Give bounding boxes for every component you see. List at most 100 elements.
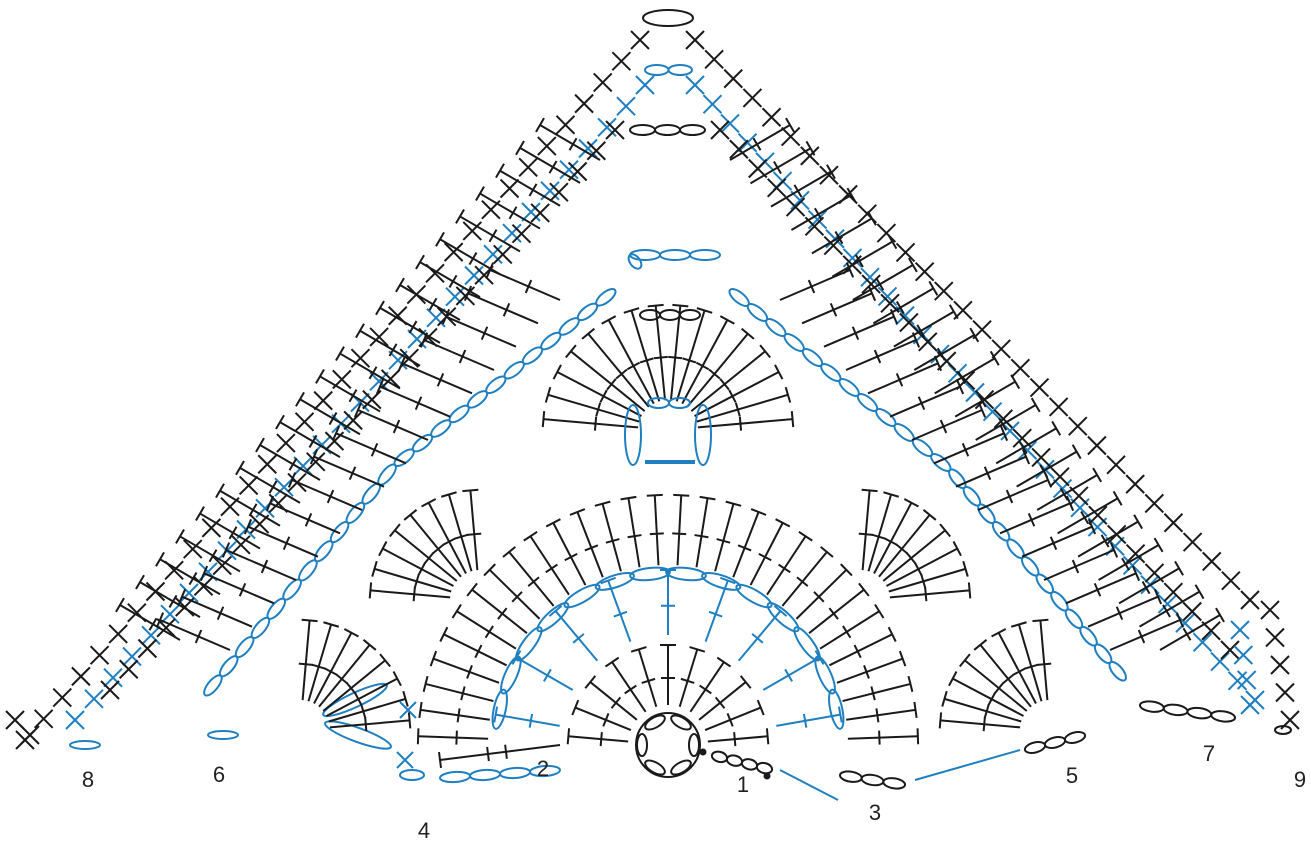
chain-stitch [665, 566, 706, 582]
stitch-top [717, 658, 730, 667]
stitch-top [875, 604, 884, 618]
double-crochet-stitch [490, 570, 540, 619]
stitch-crossbar [486, 626, 493, 638]
stitch-top [1052, 421, 1060, 435]
chain-stitch [490, 688, 510, 730]
chain-stitch [645, 65, 669, 75]
double-crochet-stitch [848, 736, 918, 738]
chain-stitch [711, 750, 728, 763]
chain-stitch [625, 405, 641, 465]
double-crochet-stitch [270, 503, 340, 533]
stitch-crossbar [988, 693, 995, 705]
double-crochet-stitch [628, 498, 639, 567]
double-crochet-stitch [739, 611, 781, 661]
stitch-crossbar [672, 533, 686, 534]
double-crochet-stitch [292, 480, 362, 510]
stitch-top [742, 329, 754, 339]
double-crochet-stitch [608, 581, 630, 642]
double-crochet-stitch [698, 419, 793, 427]
stitch-crossbar [418, 563, 425, 575]
stitch-top [839, 707, 842, 723]
stitch-crossbar [804, 714, 806, 728]
double-crochet-stitch [446, 317, 516, 347]
stitch-top [439, 752, 441, 768]
double-crochet-stitch [424, 340, 494, 370]
double-crochet-stitch [868, 494, 891, 571]
stitch-top [960, 654, 970, 666]
stitch-top [503, 547, 515, 557]
stitch-top [969, 582, 970, 598]
double-crochet-stitch [639, 649, 657, 706]
double-crochet-stitch [303, 620, 310, 700]
magic-ring [636, 713, 700, 777]
stitch-top [440, 627, 447, 641]
chain-stitch [861, 773, 884, 786]
double-crochet-stitch [802, 293, 872, 323]
double-crochet-stitch [934, 433, 1004, 463]
chain-stitch [883, 777, 906, 790]
chain-stitch [690, 250, 720, 260]
stitch-top [700, 497, 716, 500]
stitch-crossbar [859, 534, 873, 535]
double-crochet-stitch [730, 125, 790, 160]
stitch-top [767, 728, 768, 744]
stitch-crossbar [601, 732, 602, 746]
row-label-1: 1 [737, 772, 749, 797]
stitch-top [536, 118, 544, 132]
stitch-top [416, 255, 424, 269]
stitch-top [889, 627, 896, 641]
stitch-crossbar [529, 184, 536, 196]
double-crochet-stitch [468, 293, 538, 323]
stitch-top [1011, 375, 1019, 389]
double-crochet-stitch [568, 736, 628, 741]
stitch-top [467, 583, 477, 596]
chain-stitch [630, 566, 671, 582]
double-crochet-stitch [691, 351, 765, 411]
stitch-crossbar [915, 563, 922, 575]
chain-stitch [1139, 700, 1164, 713]
stitch-top [1175, 561, 1183, 575]
double-crochet-stitch [956, 457, 1026, 487]
stitch-crossbar [544, 669, 551, 681]
double-crochet-stitch [575, 708, 631, 730]
double-crochet-stitch [1000, 503, 1070, 533]
double-crochet-stitch [1099, 545, 1159, 580]
stitch-crossbar [700, 686, 712, 694]
stitch-crossbar [716, 697, 725, 708]
chain-stitch [1064, 730, 1086, 745]
stitch-top [720, 316, 734, 324]
stitch-crossbar [249, 504, 256, 516]
stitch-crossbar [409, 321, 416, 333]
row-label-6: 6 [213, 762, 225, 787]
stitch-crossbar [1102, 535, 1109, 547]
chain-stitch [726, 754, 743, 767]
stitch-crossbar [607, 379, 616, 390]
stitch-top [494, 707, 497, 723]
double-crochet-stitch [449, 494, 472, 571]
stitch-top [786, 118, 794, 132]
stitch-top [741, 676, 751, 688]
stitch-top [156, 552, 164, 566]
stitch-top [621, 497, 637, 500]
stitch-crossbar [696, 363, 708, 370]
stitch-top [516, 141, 524, 155]
stitch-top [344, 629, 358, 636]
double-crochet-stitch [832, 242, 892, 277]
stitch-top [1114, 491, 1122, 505]
stitch-top [336, 347, 344, 361]
double-crochet-stitch [776, 715, 840, 726]
stitch-crossbar [365, 717, 366, 731]
stitch-top [648, 305, 664, 307]
double-crochet-stitch [556, 611, 598, 661]
stitch-top [602, 316, 616, 324]
double-crochet-stitch [603, 504, 621, 572]
chain-stitch [689, 734, 699, 756]
stitch-crossbar [843, 626, 850, 638]
chain-stitch [660, 310, 680, 320]
stitch-top [1134, 515, 1142, 529]
stitch-top [370, 582, 371, 598]
stitch-crossbar [355, 693, 362, 705]
stitch-top [476, 187, 484, 201]
double-crochet-stitch [978, 480, 1048, 510]
